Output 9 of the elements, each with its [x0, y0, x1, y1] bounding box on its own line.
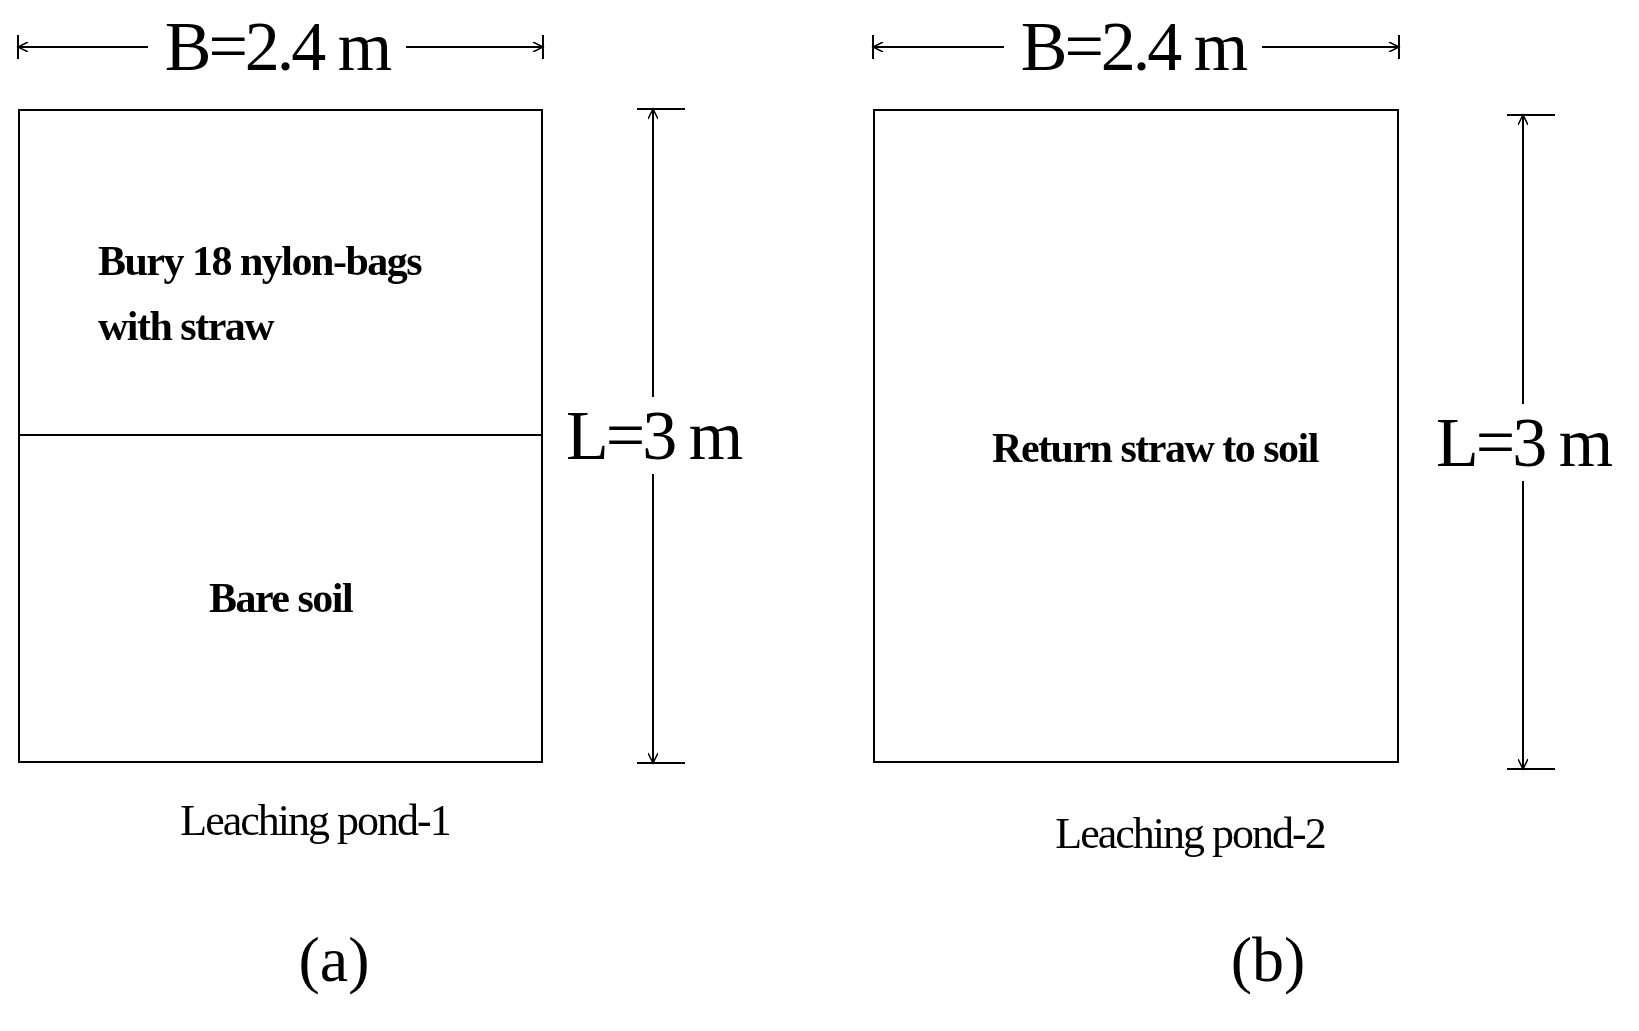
pond-box — [873, 109, 1399, 763]
plot-label: Bare soil — [207, 574, 354, 623]
plot-label: Bury 18 nylon-bags with straw — [98, 237, 423, 352]
plot-label: Return straw to soil — [991, 424, 1320, 473]
panel-label: (a) — [297, 925, 371, 996]
pond-caption: Leaching pond-1 — [179, 795, 451, 846]
panel-label: (b) — [1229, 925, 1307, 996]
pond-box — [18, 109, 543, 763]
pond-caption: Leaching pond-2 — [1054, 808, 1326, 859]
